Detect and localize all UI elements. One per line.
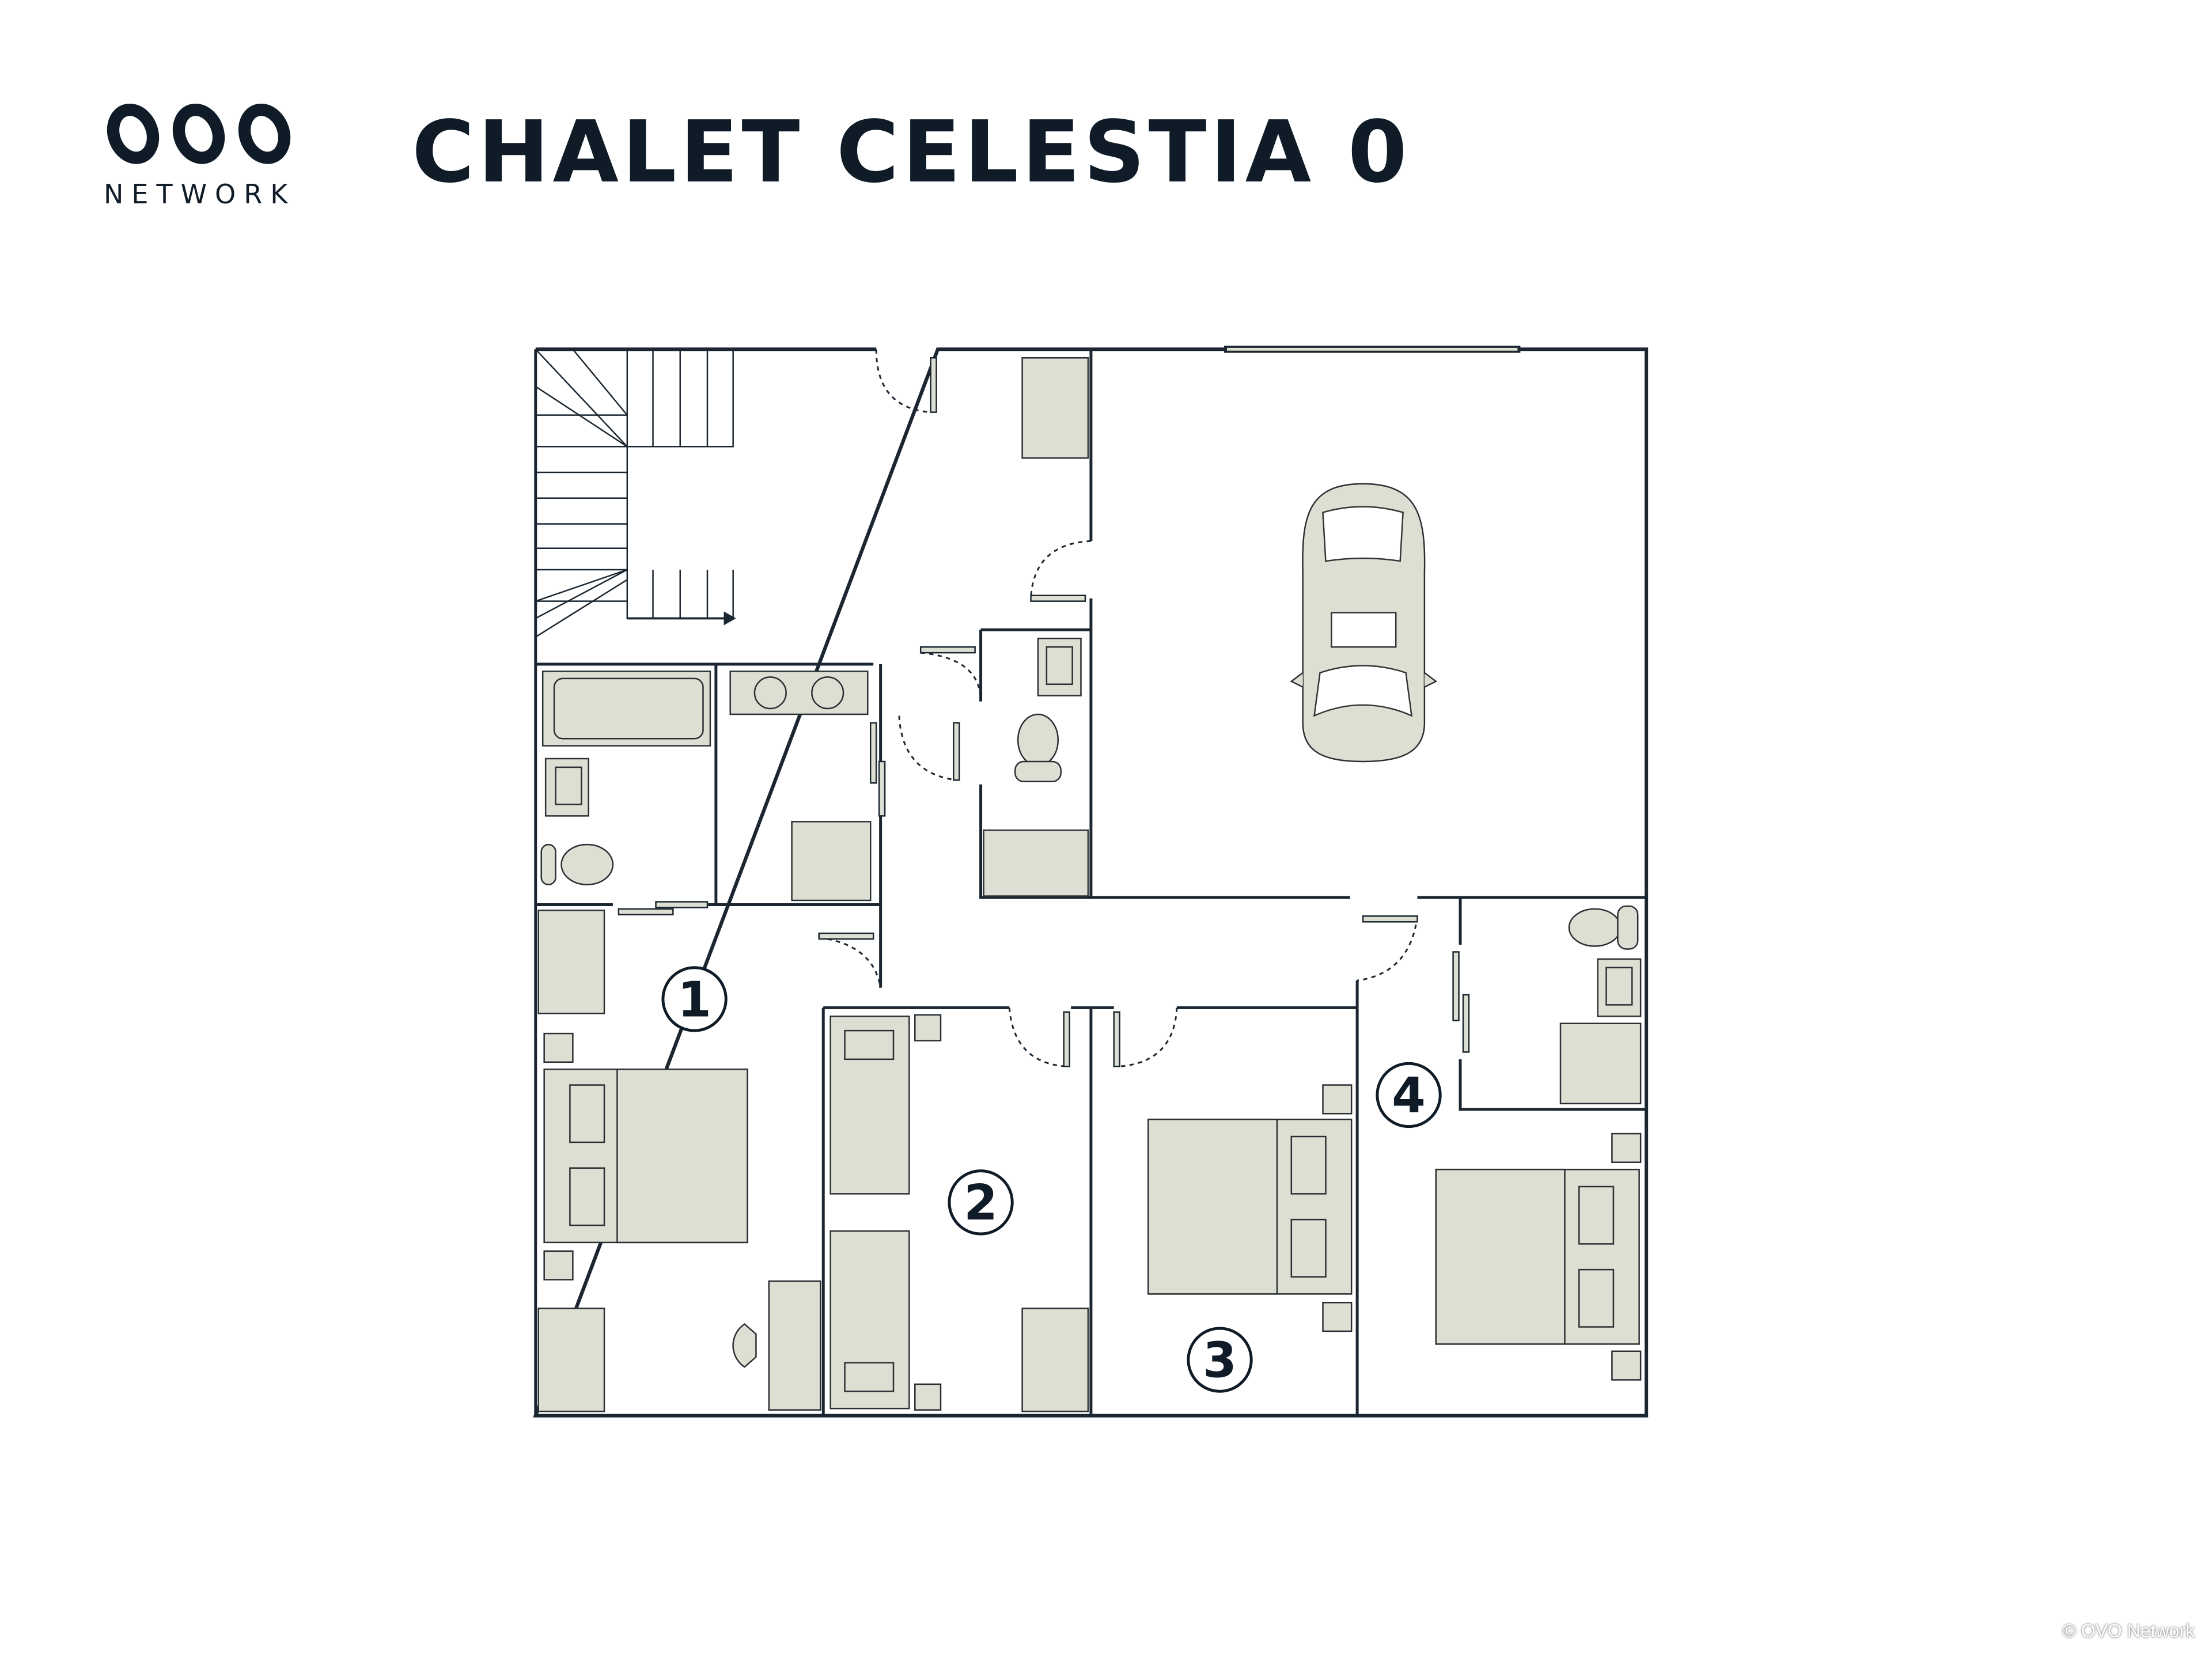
copyright-notice: © OVO Network: [2062, 1620, 2195, 1641]
car-icon: [1290, 483, 1438, 763]
room-number-1: 1: [661, 966, 728, 1032]
svg-text:3: 3: [1203, 1332, 1237, 1388]
svg-text:2: 2: [964, 1175, 998, 1231]
room-number-3: 3: [1187, 1327, 1253, 1393]
page-title: CHALET CELESTIA 0: [412, 103, 1411, 202]
logo-network-text: NETWORK: [104, 179, 296, 210]
room-number-2: 2: [948, 1169, 1014, 1236]
svg-text:1: 1: [677, 971, 711, 1028]
walls: [533, 346, 1649, 1418]
furniture: [537, 357, 1642, 1412]
svg-text:4: 4: [1392, 1067, 1426, 1124]
room-number-4: 4: [1376, 1062, 1442, 1128]
staircase: [535, 349, 736, 664]
doors: [618, 349, 1470, 1067]
ovo-logo: [107, 104, 291, 164]
